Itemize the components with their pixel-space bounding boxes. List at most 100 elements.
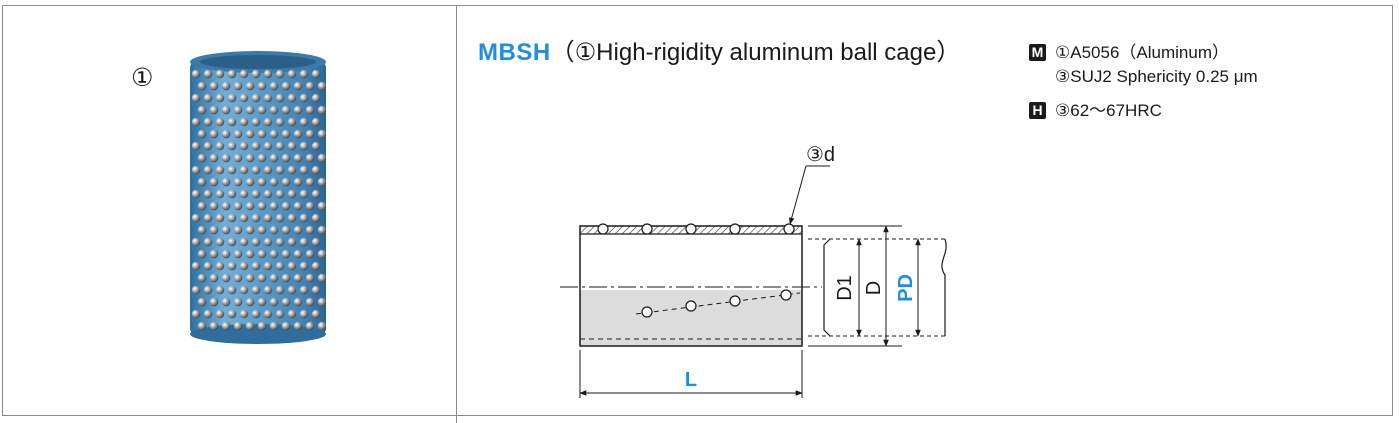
ball: [245, 81, 255, 91]
ball: [245, 297, 255, 307]
ball: [203, 237, 213, 247]
ball: [263, 141, 273, 151]
ball: [197, 153, 207, 163]
row-divider: [2, 415, 1393, 416]
ball: [191, 285, 201, 295]
ball: [239, 237, 249, 247]
ball: [215, 309, 225, 319]
ball: [311, 69, 321, 79]
ball: [305, 177, 315, 187]
ball: [221, 129, 231, 139]
ball: [275, 165, 285, 175]
ball: [221, 201, 231, 211]
ball: [305, 249, 315, 259]
hardness-badge: H: [1029, 102, 1046, 119]
ball: [311, 165, 321, 175]
ball: [209, 129, 219, 139]
hardness-line-1: ③62～67HRC: [1055, 101, 1162, 120]
ball: [239, 165, 249, 175]
ball: [233, 153, 243, 163]
ball: [251, 165, 261, 175]
dim-d-label: D: [863, 281, 885, 295]
ball: [287, 285, 297, 295]
spec-hardness: H ③62～67HRC: [1029, 96, 1162, 121]
ball: [215, 93, 225, 103]
ball: [263, 213, 273, 223]
ball: [221, 321, 231, 331]
ball: [311, 213, 321, 223]
spec-material: M ①A5056（Aluminum）: [1029, 38, 1229, 63]
spec-material-2: ③SUJ2 Sphericity 0.25 μm: [1029, 67, 1258, 87]
ball: [281, 129, 291, 139]
ball: [191, 93, 201, 103]
ball: [299, 213, 309, 223]
ball: [275, 285, 285, 295]
ball: [317, 81, 326, 91]
ball: [197, 297, 207, 307]
dim-l-label: L: [685, 369, 697, 391]
ball: [197, 105, 207, 115]
ball: [197, 177, 207, 187]
ball: [275, 261, 285, 271]
ball: [251, 117, 261, 127]
ball: [275, 93, 285, 103]
ball: [257, 177, 267, 187]
ball: [245, 105, 255, 115]
ball: [203, 261, 213, 271]
ball: [239, 93, 249, 103]
ball: [317, 129, 326, 139]
ball: [263, 285, 273, 295]
ball: [299, 285, 309, 295]
ball: [281, 273, 291, 283]
ball: [299, 93, 309, 103]
ball: [209, 249, 219, 259]
ball: [311, 117, 321, 127]
ball: [221, 81, 231, 91]
ball: [227, 213, 237, 223]
ball: [245, 249, 255, 259]
ball: [233, 225, 243, 235]
ball: [245, 153, 255, 163]
ball: [311, 93, 321, 103]
ball: [317, 297, 326, 307]
ball: [275, 237, 285, 247]
ball: [215, 141, 225, 151]
ball: [257, 105, 267, 115]
material-badge: M: [1029, 44, 1046, 61]
ball: [281, 105, 291, 115]
ball: [263, 189, 273, 199]
ball: [275, 213, 285, 223]
photo-label: ①: [131, 63, 154, 92]
ball: [245, 177, 255, 187]
ball: [275, 69, 285, 79]
material-line-1: ①A5056（Aluminum）: [1055, 43, 1229, 62]
ball: [287, 117, 297, 127]
ball: [209, 321, 219, 331]
ball: [215, 261, 225, 271]
ball: [287, 93, 297, 103]
ball: [287, 309, 297, 319]
ball: [227, 285, 237, 295]
ball: [263, 309, 273, 319]
ball: [245, 321, 255, 331]
ball: [227, 261, 237, 271]
ball: [203, 141, 213, 151]
ball: [227, 189, 237, 199]
ball: [191, 261, 201, 271]
ball: [251, 261, 261, 271]
ball: [275, 309, 285, 319]
ball: [191, 165, 201, 175]
product-title: MBSH（①High-rigidity aluminum ball cage）: [478, 32, 960, 67]
ball-cage-photo: [190, 51, 326, 344]
ball: [281, 297, 291, 307]
ball: [263, 69, 273, 79]
ball: [221, 177, 231, 187]
ball: [251, 309, 261, 319]
ball: [311, 141, 321, 151]
ball: [281, 177, 291, 187]
column-divider: [456, 5, 457, 423]
ball: [209, 81, 219, 91]
ball: [257, 153, 267, 163]
ball: [281, 225, 291, 235]
ball: [293, 105, 303, 115]
